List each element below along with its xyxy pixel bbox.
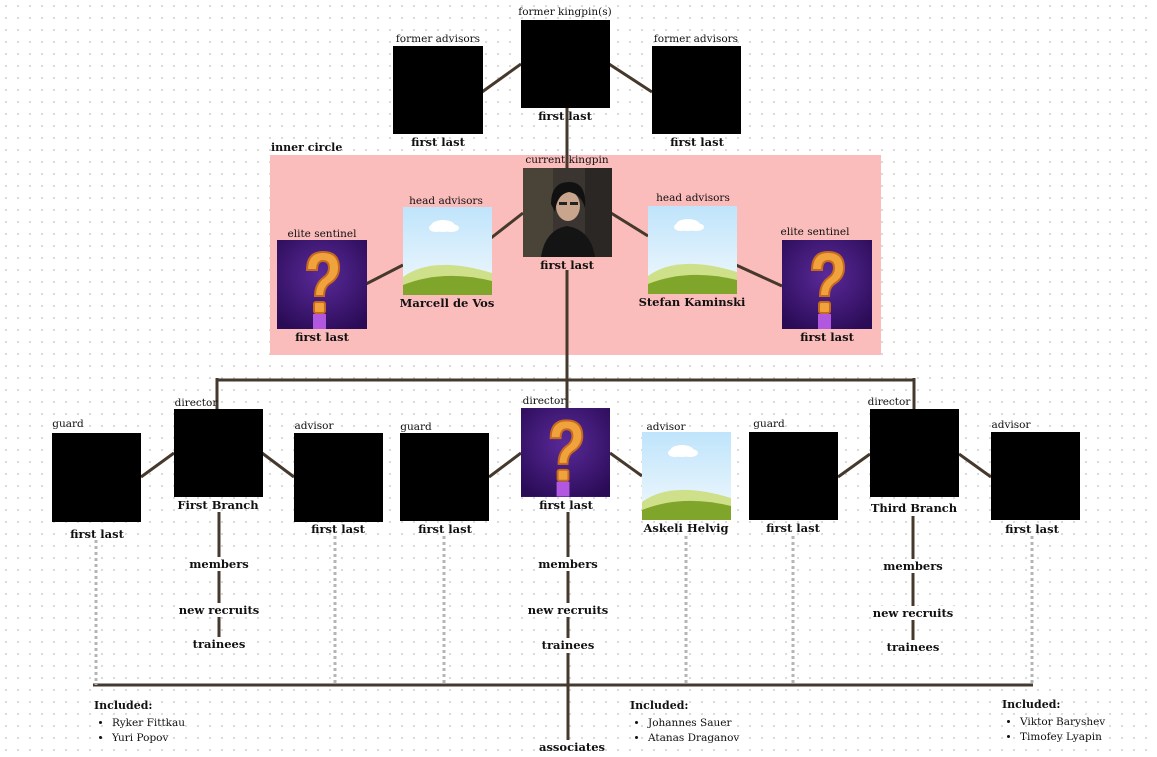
connector-line: [481, 62, 522, 94]
guard-2-image[interactable]: [400, 433, 489, 521]
advisor-2-role: advisor: [646, 421, 686, 433]
connector-line: [365, 263, 404, 286]
guard-2-role: guard: [400, 421, 432, 433]
connector-line: [608, 62, 653, 94]
included-heading: Included:: [94, 699, 153, 712]
director-1-name: First Branch: [177, 498, 259, 512]
guard-3-name: first last: [766, 521, 820, 535]
included-person: Ryker Fittkau: [112, 716, 185, 731]
included-person: Johannes Sauer: [648, 716, 739, 731]
branch-3-members: members: [882, 559, 944, 573]
landscape-placeholder-icon: [403, 207, 492, 295]
advisor-3-role: advisor: [991, 419, 1031, 431]
former-kingpin-name: first last: [538, 109, 592, 123]
included-list-1: Included: Ryker Fittkau Yuri Popov: [94, 699, 185, 746]
former-advisor-left-image[interactable]: [393, 46, 483, 134]
former-advisor-left-name: first last: [411, 135, 465, 149]
guard-1-role: guard: [52, 418, 84, 430]
head-advisor-right-name: Stefan Kaminski: [638, 295, 746, 309]
branch-2-members: members: [537, 557, 599, 571]
question-mark-icon: [521, 408, 610, 497]
head-advisor-left-role: head advisors: [409, 195, 483, 207]
landscape-placeholder-icon: [642, 432, 731, 520]
head-advisor-left-image[interactable]: [403, 207, 492, 295]
elite-sentinel-right-name: first last: [800, 330, 854, 344]
connector-line: [261, 451, 295, 479]
advisor-1-name: first last: [311, 522, 365, 536]
connector-line: [837, 452, 871, 479]
former-advisor-left-role: former advisors: [395, 33, 481, 45]
branch-2-new-recruits: new recruits: [526, 603, 610, 617]
guard-1-image[interactable]: [52, 433, 141, 522]
branch-2-trainees: trainees: [540, 638, 596, 652]
former-advisor-right-name: first last: [670, 135, 724, 149]
guard-2-name: first last: [418, 522, 472, 536]
connector-line: [490, 211, 524, 240]
inner-circle-label: inner circle: [271, 141, 343, 154]
former-kingpin-image[interactable]: [521, 20, 610, 108]
director-3-image[interactable]: [870, 409, 959, 497]
director-3-role: director: [867, 396, 911, 408]
included-heading: Included:: [1002, 698, 1061, 711]
advisor-1-role: advisor: [294, 420, 334, 432]
included-person: Yuri Popov: [112, 731, 185, 746]
included-person: Viktor Baryshev: [1020, 715, 1105, 730]
director-2-image[interactable]: [521, 408, 610, 497]
included-person: Timofey Lyapin: [1020, 730, 1105, 745]
portrait-photo-icon: [523, 168, 612, 257]
elite-sentinel-left-name: first last: [295, 330, 349, 344]
guard-3-image[interactable]: [749, 432, 838, 520]
director-2-name: first last: [539, 498, 593, 512]
elite-sentinel-right-role: elite sentinel: [780, 226, 850, 238]
connector-line: [735, 263, 783, 288]
connector-line: [488, 451, 522, 479]
elite-sentinel-left-image[interactable]: [277, 240, 367, 329]
advisor-2-name: Askeli Helvig: [643, 521, 729, 535]
included-person: Atanas Draganov: [648, 731, 739, 746]
included-list-2: Included: Johannes Sauer Atanas Draganov: [630, 699, 739, 746]
director-1-image[interactable]: [174, 409, 263, 497]
advisor-1-image[interactable]: [294, 433, 383, 522]
connector-line: [958, 452, 992, 479]
connector-line: [140, 451, 175, 479]
current-kingpin-role: current kingpin: [525, 154, 609, 166]
former-advisor-right-image[interactable]: [652, 46, 741, 134]
elite-sentinel-left-role: elite sentinel: [287, 228, 357, 240]
former-advisor-right-role: former advisors: [653, 33, 739, 45]
former-kingpin-role: former kingpin(s): [518, 6, 612, 18]
advisor-3-image[interactable]: [991, 432, 1080, 520]
connector-line: [609, 451, 643, 478]
included-list-3: Included: Viktor Baryshev Timofey Lyapin: [1002, 698, 1105, 745]
included-heading: Included:: [630, 699, 689, 712]
director-3-name: Third Branch: [870, 501, 958, 515]
head-advisor-right-image[interactable]: [648, 206, 737, 294]
question-mark-icon: [277, 240, 367, 329]
question-mark-icon: [782, 240, 872, 329]
guard-3-role: guard: [753, 418, 785, 430]
branch-1-trainees: trainees: [191, 637, 247, 651]
branch-3-trainees: trainees: [885, 640, 941, 654]
director-2-role: director: [522, 395, 566, 407]
branch-3-new-recruits: new recruits: [871, 606, 955, 620]
guard-1-name: first last: [70, 527, 124, 541]
elite-sentinel-right-image[interactable]: [782, 240, 872, 329]
head-advisor-right-role: head advisors: [656, 192, 730, 204]
current-kingpin-name: first last: [540, 258, 594, 272]
connector-line: [610, 211, 649, 238]
advisor-3-name: first last: [1005, 522, 1059, 536]
associates-label: associates: [539, 740, 605, 754]
branch-1-new-recruits: new recruits: [177, 603, 261, 617]
current-kingpin-portrait[interactable]: [523, 168, 612, 257]
advisor-2-image[interactable]: [642, 432, 731, 520]
director-1-role: director: [174, 397, 218, 409]
branch-1-members: members: [188, 557, 250, 571]
head-advisor-left-name: Marcell de Vos: [399, 296, 495, 310]
landscape-placeholder-icon: [648, 206, 737, 294]
